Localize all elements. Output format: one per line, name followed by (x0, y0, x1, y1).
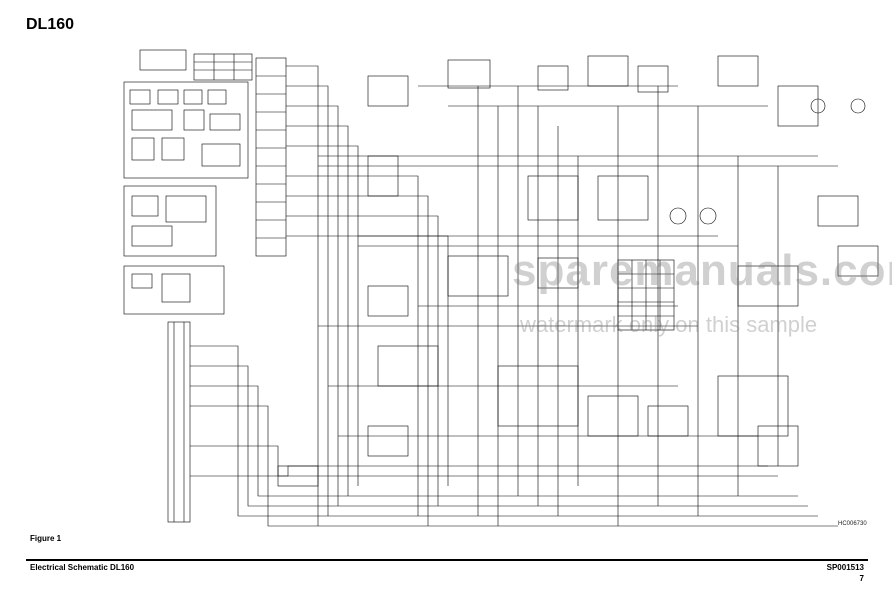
watermark-site: sparemanuals.com (512, 246, 892, 295)
figure-code: HC006730 (838, 521, 867, 527)
figure-label: Figure 1 (30, 534, 62, 543)
footer-title: Electrical Schematic DL160 (30, 563, 135, 572)
footer-divider (26, 559, 868, 561)
watermark-note: watermark only on this sample (520, 312, 818, 337)
page-title: DL160 (26, 16, 75, 33)
page-number: 7 (859, 574, 864, 583)
footer-doc-code: SP001513 (826, 563, 864, 572)
electrical-schematic-diagram (123, 49, 879, 527)
